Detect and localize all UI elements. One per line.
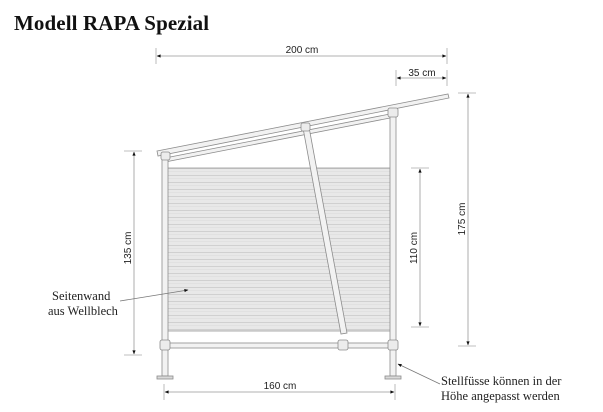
corrugated-side-wall <box>166 167 394 332</box>
dimension-base-width: 160 cm <box>163 381 396 400</box>
dimension-total-width: 200 cm <box>155 45 448 64</box>
note-feet-line2: Höhe angepasst werden <box>441 389 560 403</box>
dim-label-160: 160 cm <box>264 381 297 392</box>
note-wall-line2: aus Wellblech <box>48 304 119 318</box>
note-feet-line1: Stellfüsse können in der <box>441 374 562 388</box>
dimension-left-height: 135 cm <box>123 150 142 356</box>
drawing-title: Modell RAPA Spezial <box>14 11 210 35</box>
dim-label-200: 200 cm <box>286 45 319 56</box>
dimension-total-height: 175 cm <box>457 92 476 347</box>
adjustable-feet <box>156 375 402 380</box>
dim-label-110: 110 cm <box>409 232 420 264</box>
right-post <box>389 113 397 377</box>
dimension-panel-height: 110 cm <box>409 167 429 328</box>
dim-label-135: 135 cm <box>123 232 134 265</box>
leader-feet: Stellfüsse können in der Höhe angepasst … <box>397 363 562 403</box>
bottom-rail <box>163 342 395 349</box>
dim-label-35: 35 cm <box>408 68 435 79</box>
leader-side-wall: Seitenwand aus Wellblech <box>48 288 189 318</box>
note-wall-line1: Seitenwand <box>52 289 111 303</box>
pipe-connectors <box>159 107 399 351</box>
dim-label-175: 175 cm <box>457 203 468 236</box>
dimension-overhang: 35 cm <box>395 68 448 86</box>
